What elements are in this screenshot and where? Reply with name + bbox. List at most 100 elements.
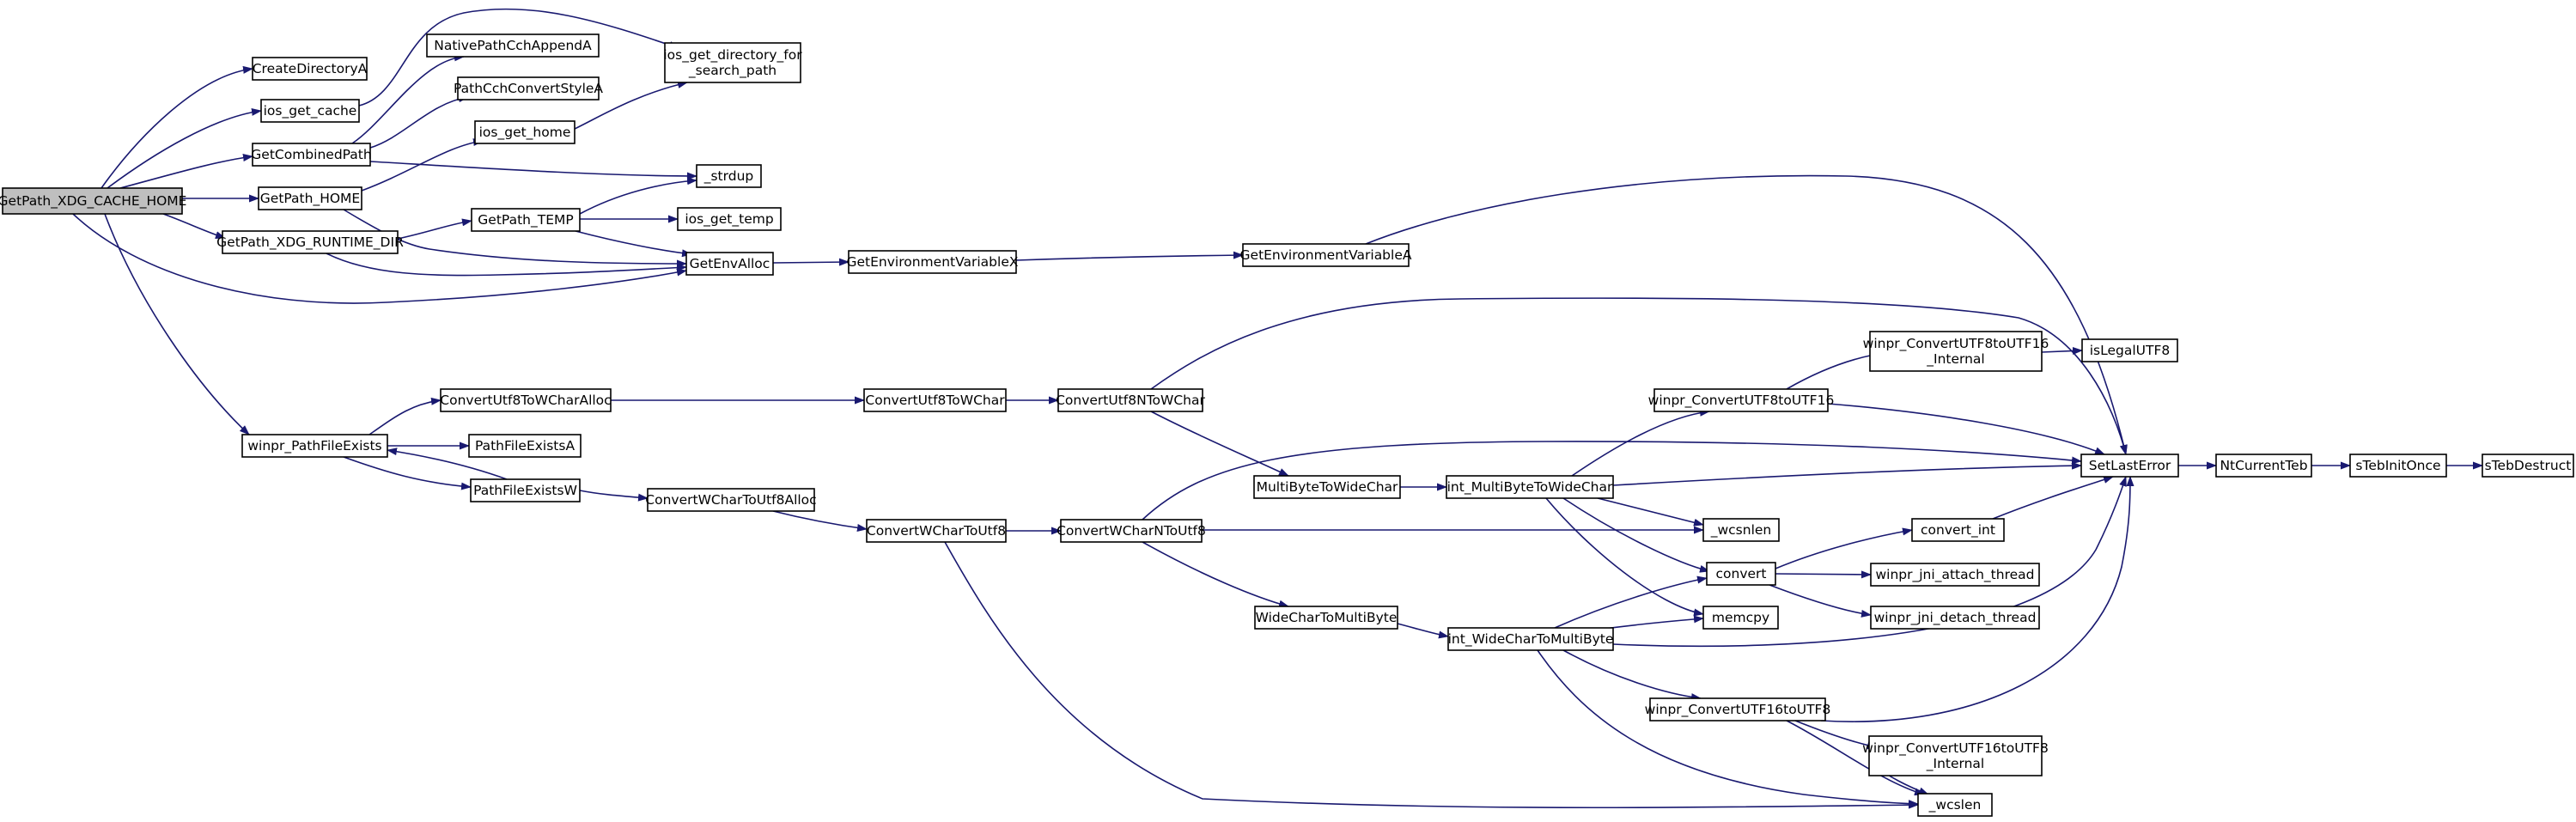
node-get-combined-path[interactable]: GetCombinedPath: [251, 143, 372, 167]
node-label: PathCchConvertStyleA: [454, 81, 603, 96]
node-box: [471, 208, 581, 232]
node-label: MultiByteToWideChar: [1257, 479, 1398, 495]
node-box: [863, 388, 1007, 412]
node-winpr-convert-utf16to-utf8[interactable]: winpr_ConvertUTF16toUTF8: [1645, 697, 1831, 722]
node-box: [2349, 454, 2447, 478]
node-box: [1911, 518, 2005, 542]
node-get-environment-variable-x[interactable]: GetEnvironmentVariableX: [847, 250, 1019, 274]
node-get-path-home[interactable]: GetPath_HOME: [258, 186, 362, 210]
node-label: int_MultiByteToWideChar: [1447, 479, 1613, 496]
node-ios-get-directory-for-search-path[interactable]: ios_get_directory_for_search_path: [663, 42, 802, 83]
node-s-teb-init-once[interactable]: sTebInitOnce: [2349, 454, 2447, 478]
node-winpr-path-file-exists[interactable]: winpr_PathFileExists: [241, 434, 388, 458]
edge-winpr-convert-utf16to-utf8-to-set-last-error: [1820, 476, 2134, 722]
node-convert[interactable]: convert: [1706, 562, 1776, 586]
node-label: _wcsnlen: [1710, 522, 1772, 539]
node-native-path-cch-append-a[interactable]: NativePathCchAppendA: [426, 33, 600, 58]
edge-int-multi-byte-to-wide-char-to-set-last-error: [1612, 461, 2082, 486]
node-box: [1870, 606, 2040, 630]
edge-convert-wchar-nto-utf8-to-wide-char-to-multi-byte: [1142, 541, 1289, 608]
edge-convert-to-winpr-jni-detach-thread: [1769, 584, 1872, 618]
node-label: int_WideCharToMultiByte: [1448, 631, 1614, 648]
node-wide-char-to-multi-byte[interactable]: WideCharToMultiByte: [1254, 606, 1398, 630]
node-s-teb-destruct[interactable]: sTebDestruct: [2482, 454, 2574, 478]
node-get-environment-variable-a[interactable]: GetEnvironmentVariableA: [1240, 243, 1412, 267]
node-box: [1060, 519, 1203, 543]
node-label: _Internal: [1926, 756, 1985, 772]
edge-get-path-xdg-runtime-dir-to-get-path-temp: [397, 218, 472, 240]
edge-winpr-convert-utf8to-utf16-to-set-last-error: [1827, 403, 2105, 455]
edge-get-path-xdg-cache-home-to-get-path-xdg-runtime-dir: [162, 213, 226, 239]
node-convert-int[interactable]: convert_int: [1911, 518, 2005, 542]
node-ios-get-cache[interactable]: ios_get_cache: [260, 99, 360, 123]
node-ios-get-home[interactable]: ios_get_home: [474, 120, 575, 144]
node-box: [1653, 388, 1829, 412]
node-memcpy[interactable]: memcpy: [1702, 606, 1779, 630]
node-path-cch-convert-style-a[interactable]: PathCchConvertStyleA: [454, 76, 603, 100]
edge-int-multi-byte-to-wide-char-to-wcsnlen: [1597, 497, 1704, 527]
node-is-legal-utf8[interactable]: isLegalUTF8: [2081, 338, 2178, 362]
node-path-file-exists-w[interactable]: PathFileExistsW: [470, 478, 581, 502]
edge-int-wide-char-to-multi-byte-to-winpr-convert-utf16to-utf8: [1562, 649, 1702, 702]
edge-ios-get-cache-to-ios-get-directory-for-search-path: [358, 8, 679, 107]
node-label: NtCurrentTeb: [2220, 458, 2307, 473]
edge-convert-utf8-nto-wchar-to-multi-byte-to-wide-char: [1150, 411, 1289, 477]
node-set-last-error[interactable]: SetLastError: [2080, 454, 2179, 478]
node-get-path-temp[interactable]: GetPath_TEMP: [471, 208, 581, 232]
node-label: _strdup: [703, 168, 754, 185]
node-label: PathFileExistsW: [473, 483, 577, 498]
node-box: [1870, 563, 2040, 587]
node-wcsnlen[interactable]: _wcsnlen: [1702, 518, 1780, 542]
node-winpr-convert-utf16to-utf8-internal[interactable]: winpr_ConvertUTF16toUTF8_Internal: [1862, 735, 2049, 776]
node-create-directory-a[interactable]: CreateDirectoryA: [252, 57, 368, 81]
edge-int-wide-char-to-multi-byte-to-wcslen: [1537, 649, 1919, 808]
node-convert-wchar-to-utf8[interactable]: ConvertWCharToUtf8: [866, 519, 1007, 543]
edge-int-wide-char-to-multi-byte-to-convert: [1554, 575, 1708, 629]
edge-winpr-convert-utf8to-utf16-internal-to-is-legal-utf8: [2041, 346, 2083, 355]
node-box: [1868, 735, 2043, 776]
node-get-path-xdg-cache-home[interactable]: GetPath_XDG_CACHE_HOME: [0, 187, 186, 215]
edge-path-file-exists-w-to-winpr-path-file-exists: [387, 448, 508, 480]
node-ios-get-temp[interactable]: ios_get_temp: [677, 207, 782, 231]
node-winpr-convert-utf8to-utf16[interactable]: winpr_ConvertUTF8toUTF16: [1648, 388, 1835, 412]
node-box: [474, 120, 575, 144]
node-convert-utf8-to-wchar[interactable]: ConvertUtf8ToWChar: [863, 388, 1007, 412]
edge-convert-int-to-set-last-error: [1992, 476, 2114, 520]
node-multi-byte-to-wide-char[interactable]: MultiByteToWideChar: [1253, 475, 1401, 499]
node-path-file-exists-a[interactable]: PathFileExistsA: [468, 434, 582, 458]
edge-convert-wchar-to-utf8-alloc-to-convert-wchar-to-utf8: [772, 510, 868, 532]
edge-get-combined-path-to-native-path-cch-append-a: [351, 53, 465, 144]
node-box: [848, 250, 1017, 274]
node-strdup[interactable]: _strdup: [696, 164, 762, 188]
node-convert-utf8-nto-wchar[interactable]: ConvertUtf8NToWChar: [1056, 388, 1206, 412]
node-box: [470, 478, 581, 502]
node-get-env-alloc[interactable]: GetEnvAlloc: [685, 252, 774, 276]
edge-get-path-home-to-ios-get-home: [361, 138, 484, 192]
node-convert-wchar-nto-utf8[interactable]: ConvertWCharNToUtf8: [1057, 519, 1206, 543]
node-winpr-jni-attach-thread[interactable]: winpr_jni_attach_thread: [1870, 563, 2040, 587]
node-int-multi-byte-to-wide-char[interactable]: int_MultiByteToWideChar: [1446, 475, 1614, 499]
node-convert-utf8-to-wchar-alloc[interactable]: ConvertUtf8ToWCharAlloc: [440, 388, 612, 412]
node-box: [1242, 243, 1410, 267]
node-box: [252, 57, 368, 81]
node-box: [1253, 475, 1401, 499]
node-nt-current-teb[interactable]: NtCurrentTeb: [2215, 454, 2312, 478]
node-winpr-jni-detach-thread[interactable]: winpr_jni_detach_thread: [1870, 606, 2040, 630]
node-box: [1649, 697, 1826, 722]
node-box: [222, 230, 399, 254]
node-label: GetPath_HOME: [260, 191, 360, 207]
node-label: isLegalUTF8: [2090, 343, 2171, 358]
node-label: _search_path: [688, 63, 776, 79]
node-box: [1702, 606, 1779, 630]
node-label: SetLastError: [2089, 458, 2171, 473]
edge-get-path-xdg-cache-home-to-get-env-alloc: [72, 213, 687, 304]
node-get-path-xdg-runtime-dir[interactable]: GetPath_XDG_RUNTIME_DIR: [216, 230, 404, 254]
node-winpr-convert-utf8to-utf16-internal[interactable]: winpr_ConvertUTF8toUTF16_Internal: [1863, 331, 2049, 372]
edge-int-multi-byte-to-wide-char-to-winpr-convert-utf8to-utf16: [1571, 408, 1710, 477]
node-box: [685, 252, 774, 276]
edge-convert-wchar-to-utf8-to-wcslen: [944, 541, 1919, 809]
node-int-wide-char-to-multi-byte[interactable]: int_WideCharToMultiByte: [1447, 627, 1614, 651]
node-wcslen[interactable]: _wcslen: [1917, 793, 1993, 817]
node-convert-wchar-to-utf8-alloc[interactable]: ConvertWCharToUtf8Alloc: [645, 488, 817, 512]
node-label: winpr_jni_attach_thread: [1875, 567, 2034, 583]
